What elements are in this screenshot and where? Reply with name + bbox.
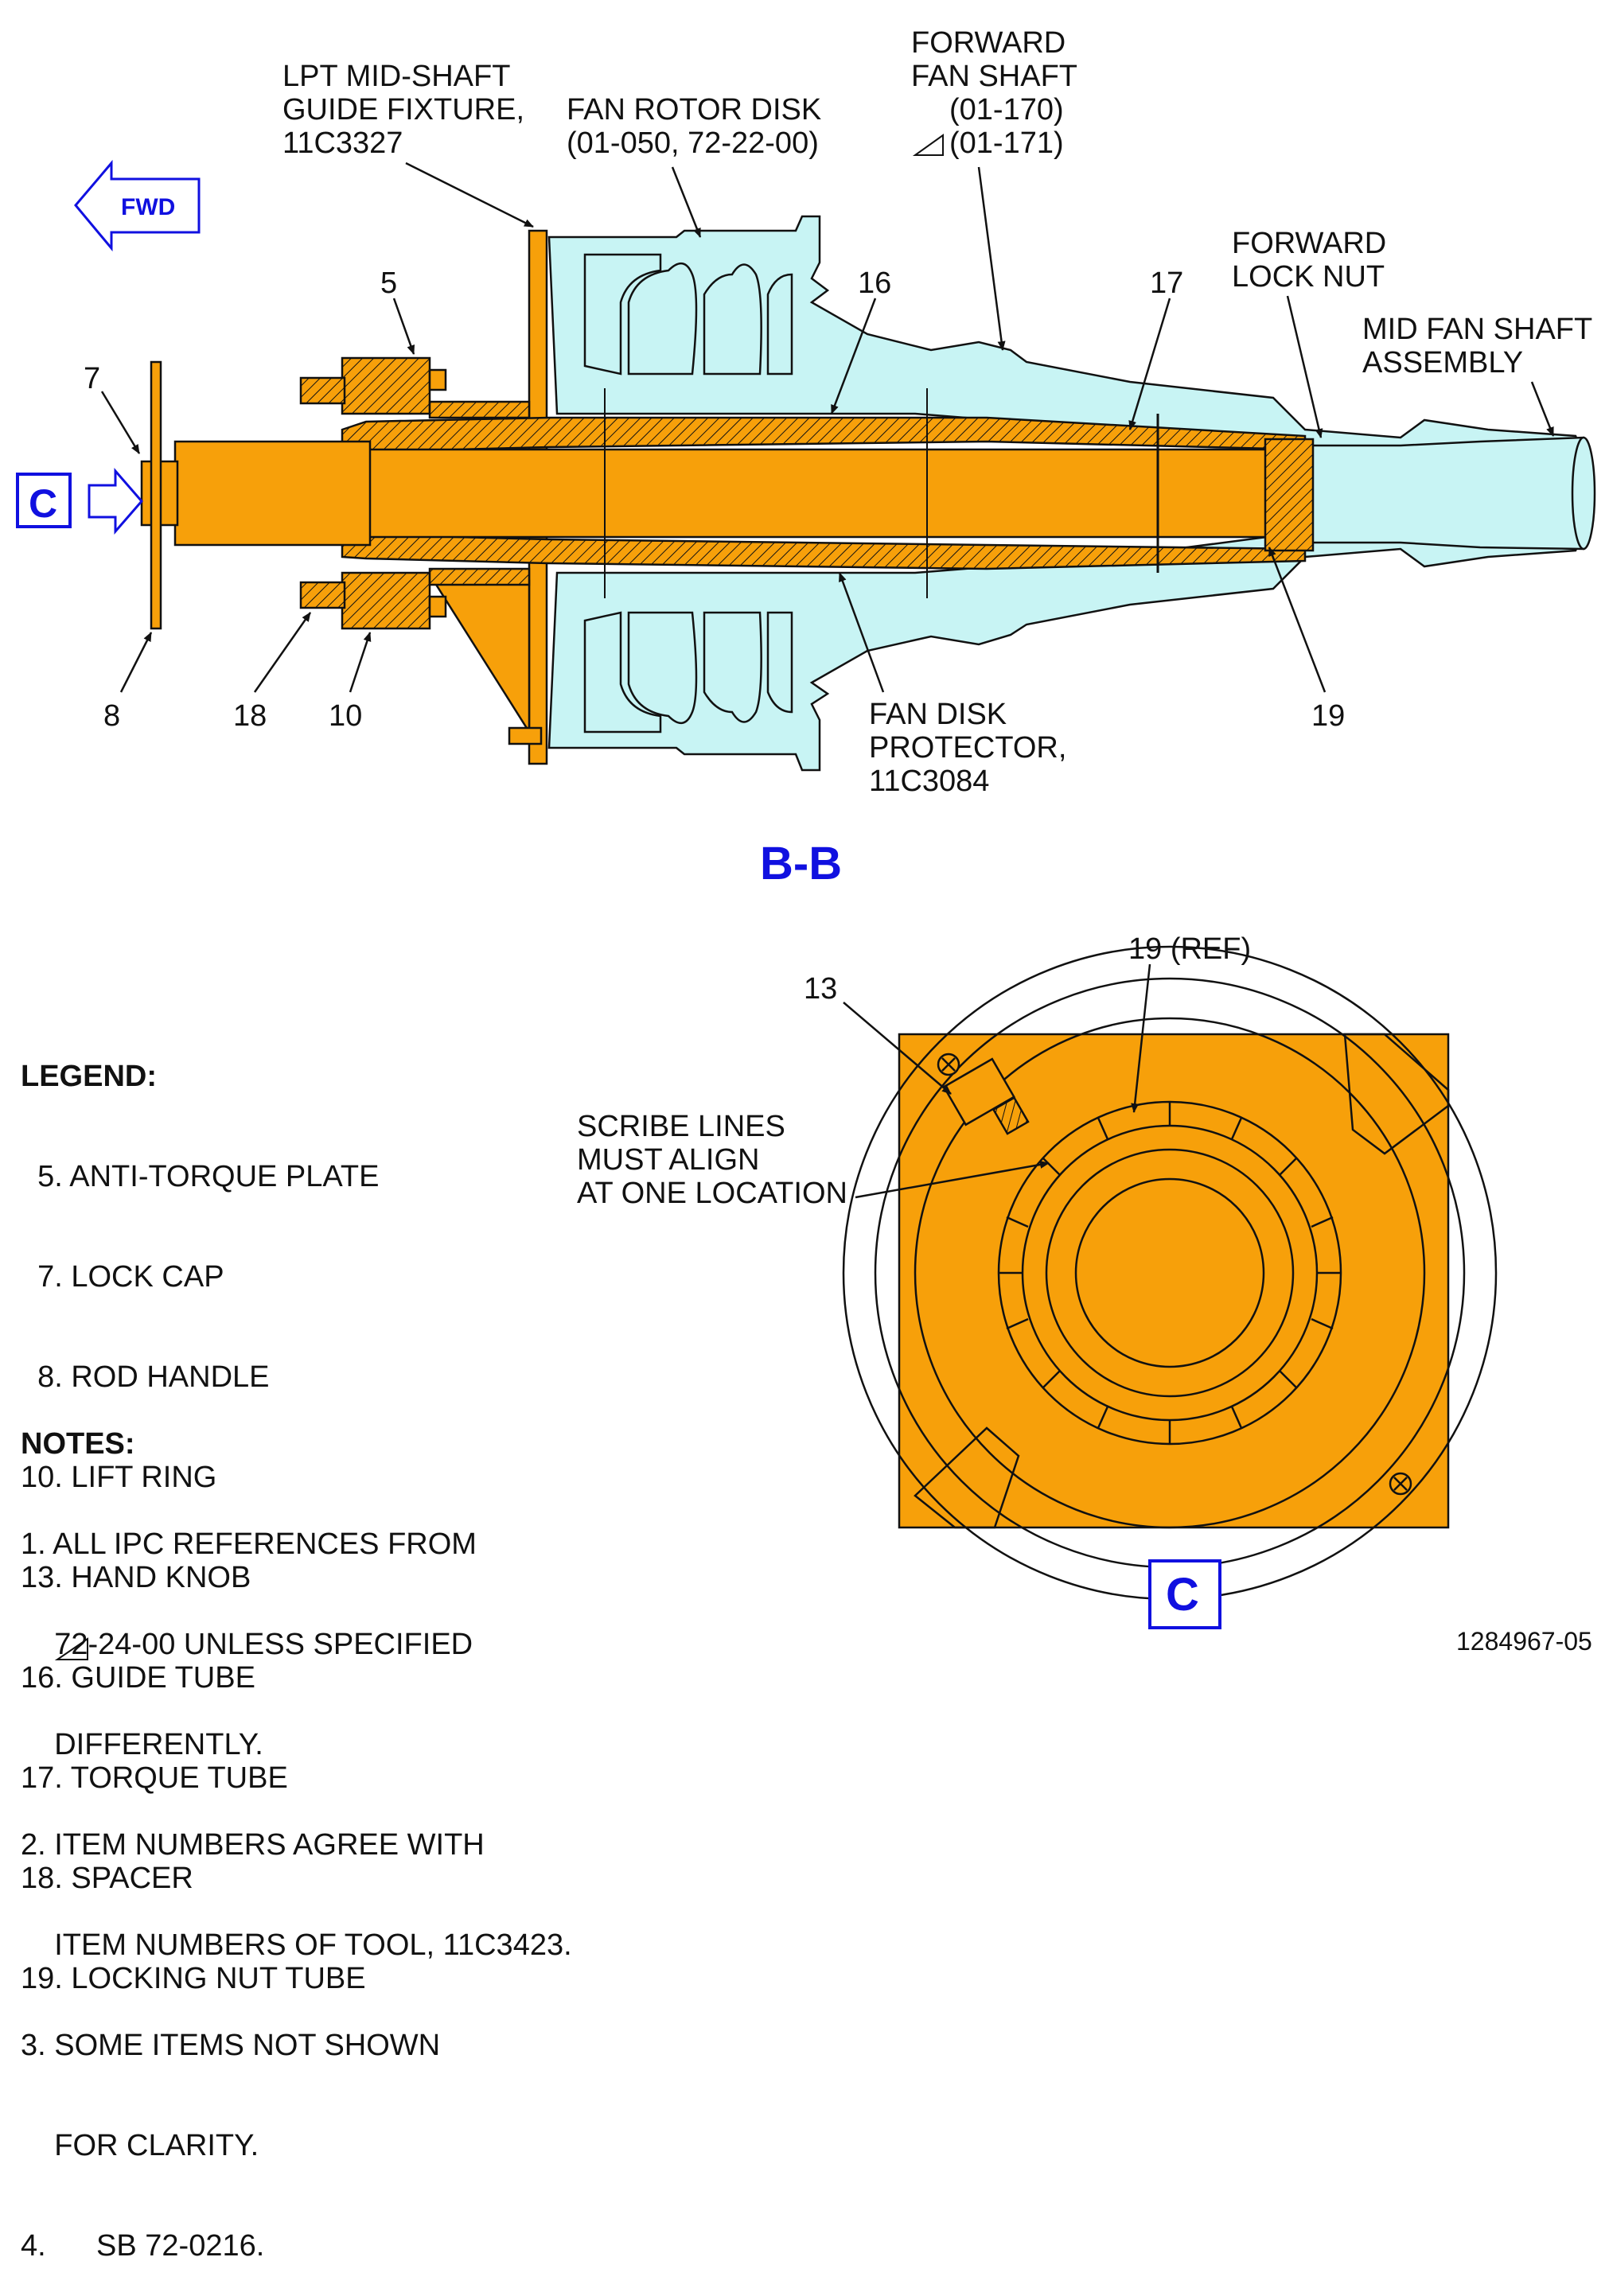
- callout-fan-disk-protector-1: FAN DISK: [869, 698, 1007, 731]
- callout-item-13: 13: [804, 972, 837, 1006]
- callout-fan-disk-protector-3: 11C3084: [869, 765, 989, 798]
- lift-ring-lower-bolt: [428, 595, 447, 618]
- view-c-spoke-lower: [914, 1426, 1020, 1529]
- note-line: FOR CLARITY.: [21, 2129, 259, 2162]
- lift-ring-upper-bolt: [428, 368, 447, 391]
- mid-fan-shaft: [1303, 436, 1591, 551]
- callout-lpt-guide-2: GUIDE FIXTURE,: [282, 93, 524, 126]
- callout-lpt-guide-3: 11C3327: [282, 126, 403, 160]
- note-line: DIFFERENTLY.: [21, 1728, 263, 1761]
- adapter-lower: [428, 567, 531, 586]
- callout-item-19: 19: [1311, 699, 1345, 733]
- hand-knob: [942, 1057, 1030, 1135]
- rod-handle: [150, 360, 162, 630]
- anti-torque-plate-upper: [341, 356, 431, 415]
- spacer-upper: [299, 376, 346, 405]
- fwd-arrow-icon: FWD: [74, 159, 201, 252]
- callout-scribe-lines-1: SCRIBE LINES: [577, 1110, 785, 1143]
- figure-id: 1284967-05: [1456, 1627, 1592, 1656]
- fixture-bolt-lower: [508, 726, 543, 745]
- view-c-labels: 13 19 (REF) SCRIBE LINES MUST ALIGN AT O…: [577, 932, 1251, 1210]
- mid-fan-shaft-end: [1571, 436, 1596, 551]
- section-bb-labels: LPT MID-SHAFT GUIDE FIXTURE, 11C3327 FAN…: [84, 26, 1592, 798]
- legend-item: 10. LIFT RING: [21, 1461, 217, 1494]
- spacer-lower: [299, 581, 346, 609]
- view-c-ring-6: [1045, 1148, 1295, 1398]
- callout-forward-fan-shaft-3: (01-170): [949, 93, 1064, 126]
- leader-lines: [100, 161, 1555, 693]
- lock-nut-end: [1264, 438, 1315, 552]
- callout-fan-rotor-disk-2: (01-050, 72-22-00): [567, 126, 819, 160]
- view-c-arrow-icon: [88, 467, 143, 535]
- callout-fan-disk-protector-2: PROTECTOR,: [869, 731, 1066, 765]
- view-c-title-box: C: [1148, 1559, 1221, 1629]
- legend-item: 8. ROD HANDLE: [21, 1360, 270, 1394]
- callout-item-7: 7: [84, 362, 100, 395]
- note-line: 2. ITEM NUMBERS AGREE WITH: [21, 1828, 485, 1862]
- callout-fan-rotor-disk-1: FAN ROTOR DISK: [567, 93, 821, 126]
- note-line: 1. ALL IPC REFERENCES FROM: [21, 1527, 477, 1561]
- callout-item-17: 17: [1150, 267, 1183, 300]
- fwd-label: FWD: [121, 194, 175, 220]
- disk-cavities-upper: [583, 253, 793, 376]
- screw-icon: [1389, 1472, 1412, 1496]
- callout-item-5: 5: [380, 267, 397, 300]
- view-c-title: C: [1166, 1569, 1199, 1621]
- view-c: [842, 945, 1498, 1601]
- notes: NOTES: 1. ALL IPC REFERENCES FROM 72-24-…: [21, 1360, 572, 2296]
- guide-fixture-cone: [431, 579, 531, 736]
- rod-body: [364, 448, 1307, 539]
- callout-scribe-lines-3: AT ONE LOCATION: [577, 1177, 847, 1210]
- callout-item-16: 16: [858, 267, 891, 300]
- disk-cavities-lower: [583, 611, 793, 734]
- sb-flag-icon: [912, 134, 944, 156]
- callout-item-18: 18: [233, 699, 267, 733]
- legend-item: 13. HAND KNOB: [21, 1561, 251, 1594]
- callout-item-8: 8: [103, 699, 120, 733]
- sb-flag-icon: [54, 1637, 88, 1660]
- notes-title: NOTES:: [21, 1427, 135, 1461]
- callout-lpt-guide-1: LPT MID-SHAFT: [282, 60, 510, 93]
- section-bb: [140, 215, 1596, 772]
- callout-mid-fan-shaft-1: MID FAN SHAFT: [1362, 313, 1592, 346]
- anti-torque-plate-lower: [341, 571, 431, 630]
- legend-item: 7. LOCK CAP: [21, 1260, 224, 1294]
- view-title-bb: B-B: [760, 838, 842, 889]
- callout-item-10: 10: [329, 699, 362, 733]
- technical-drawing: FWD C LPT MID-SHAFT GUIDE FIXTURE, 11C33…: [16, 26, 1596, 1660]
- view-c-background: [898, 1033, 1450, 1529]
- guide-tube-lower: [341, 531, 1307, 570]
- view-c-marker-label: C: [29, 481, 57, 526]
- callout-forward-lock-nut-1: FORWARD: [1232, 227, 1386, 260]
- callout-forward-lock-nut-2: LOCK NUT: [1232, 260, 1385, 294]
- screw-icon: [937, 1053, 960, 1076]
- callout-mid-fan-shaft-2: ASSEMBLY: [1362, 346, 1523, 379]
- note-line: ITEM NUMBERS OF TOOL, 11C3423.: [21, 1928, 572, 1962]
- view-c-spoke-upper: [1343, 1033, 1450, 1155]
- adapter-upper: [428, 400, 531, 419]
- callout-forward-fan-shaft-2: FAN SHAFT: [911, 60, 1077, 93]
- view-c-marker: C: [16, 467, 143, 535]
- callout-item-19-ref: 19 (REF): [1128, 932, 1251, 966]
- note-line: 4. SB 72-0216.: [21, 2229, 265, 2263]
- rod-front-section: [173, 440, 372, 547]
- locking-nut-slots: [999, 1102, 1341, 1444]
- note-line: 72-24-00 UNLESS SPECIFIED: [21, 1628, 473, 1661]
- callout-scribe-lines-2: MUST ALIGN: [577, 1143, 759, 1177]
- view-c-ring-3: [914, 1017, 1426, 1529]
- legend-title: LEGEND:: [21, 1060, 157, 1093]
- view-c-leaders: [843, 963, 1151, 1199]
- view-c-ring-7: [1074, 1177, 1265, 1368]
- callout-forward-fan-shaft-4: (01-171): [949, 126, 1064, 160]
- callout-forward-fan-shaft-1: FORWARD: [911, 26, 1066, 60]
- legend-item: 5. ANTI-TORQUE PLATE: [21, 1160, 380, 1193]
- note-line: 3. SOME ITEMS NOT SHOWN: [21, 2029, 441, 2062]
